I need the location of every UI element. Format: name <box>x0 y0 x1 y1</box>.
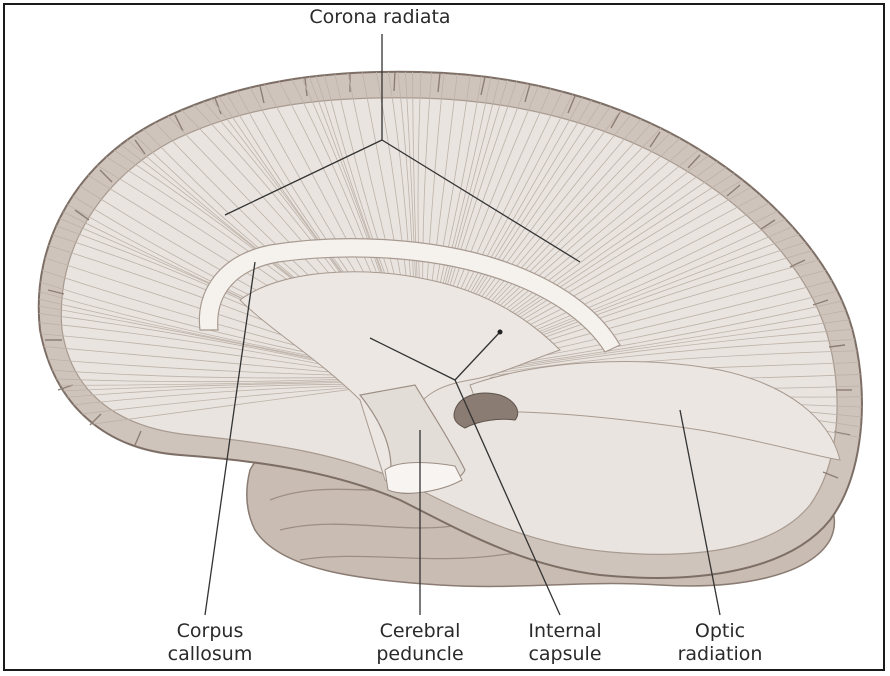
label-optic-radiation: Optic radiation <box>650 620 790 666</box>
fiber-stroke <box>436 71 536 323</box>
leader-dot <box>497 329 503 335</box>
fiber-stroke <box>38 315 351 371</box>
fiber-stroke <box>442 71 575 324</box>
fiber-stroke <box>399 71 418 321</box>
label-optic-radiation-line2: radiation <box>677 643 763 665</box>
label-optic-radiation-line1: Optic <box>694 620 746 642</box>
fiber-stroke <box>488 303 862 370</box>
fiber-stroke <box>451 71 638 328</box>
leader-lines <box>204 34 721 616</box>
cortical-sulci <box>45 71 852 479</box>
corpus-callosum-arch <box>198 238 621 353</box>
label-corona-radiata: Corona radiata <box>290 6 470 29</box>
fiber-stroke <box>453 71 650 329</box>
fiber-stroke <box>358 71 412 322</box>
fiber-stroke <box>38 380 351 386</box>
fiber-stroke <box>432 71 509 322</box>
fiber-stroke <box>444 71 588 325</box>
internal-capsule-fan <box>239 271 561 490</box>
fiber-stroke <box>448 71 613 326</box>
label-corpus-callosum-line1: Corpus <box>176 620 244 642</box>
peduncle-cut-surface <box>384 462 463 494</box>
fiber-stroke <box>38 372 351 383</box>
fiber-stroke <box>38 258 354 363</box>
fiber-stroke <box>38 349 351 376</box>
fiber-stroke <box>38 326 351 373</box>
fiber-stroke <box>38 382 351 397</box>
fiber-stroke <box>371 71 414 321</box>
leader-corona-right <box>381 139 581 263</box>
fiber-stroke <box>430 71 496 322</box>
lateral-geniculate-opening <box>453 392 519 429</box>
fiber-stroke <box>438 71 549 323</box>
fiber-stroke <box>38 303 352 370</box>
fiber-stroke <box>38 387 351 432</box>
optic-radiation-band <box>469 361 841 461</box>
fiber-stroke <box>38 269 353 364</box>
fiber-stroke <box>446 71 600 326</box>
label-corona-radiata-text: Corona radiata <box>309 6 451 28</box>
fiber-stroke <box>450 71 625 327</box>
fiber-stroke <box>38 292 352 368</box>
fiber-stroke <box>488 292 862 368</box>
fiber-stroke <box>489 338 862 375</box>
fiber-stroke <box>424 71 455 321</box>
label-corpus-callosum-line2: callosum <box>167 643 253 665</box>
fiber-stroke <box>489 326 862 373</box>
label-internal-capsule-line1: Internal <box>528 620 602 642</box>
fiber-stroke <box>38 385 351 420</box>
leader-corpus-callosum <box>204 261 256 616</box>
fiber-stroke <box>38 383 351 409</box>
fiber-stroke <box>38 281 353 366</box>
fiber-stroke <box>385 71 416 321</box>
leader-optic-radiation <box>679 409 721 616</box>
fiber-stroke <box>440 71 562 324</box>
leader-capsule-branch-a <box>369 337 456 381</box>
label-cerebral-peduncle-line2: peduncle <box>376 643 464 665</box>
label-corpus-callosum: Corpus callosum <box>140 620 280 666</box>
label-cerebral-peduncle: Cerebral peduncle <box>350 620 490 666</box>
leader-corona-left <box>224 139 383 216</box>
fiber-stroke <box>38 388 351 443</box>
fiber-stroke <box>428 71 482 322</box>
leader-capsule-branch-b <box>454 331 501 381</box>
label-cerebral-peduncle-line1: Cerebral <box>379 620 461 642</box>
label-internal-capsule-line2: capsule <box>528 643 602 665</box>
fiber-stroke <box>426 71 469 321</box>
fiber-stroke <box>38 338 351 375</box>
fiber-stroke <box>38 361 351 379</box>
fiber-stroke <box>489 315 862 371</box>
label-internal-capsule: Internal capsule <box>495 620 635 666</box>
fiber-stroke <box>434 71 522 323</box>
leader-internal-capsule <box>454 379 561 616</box>
